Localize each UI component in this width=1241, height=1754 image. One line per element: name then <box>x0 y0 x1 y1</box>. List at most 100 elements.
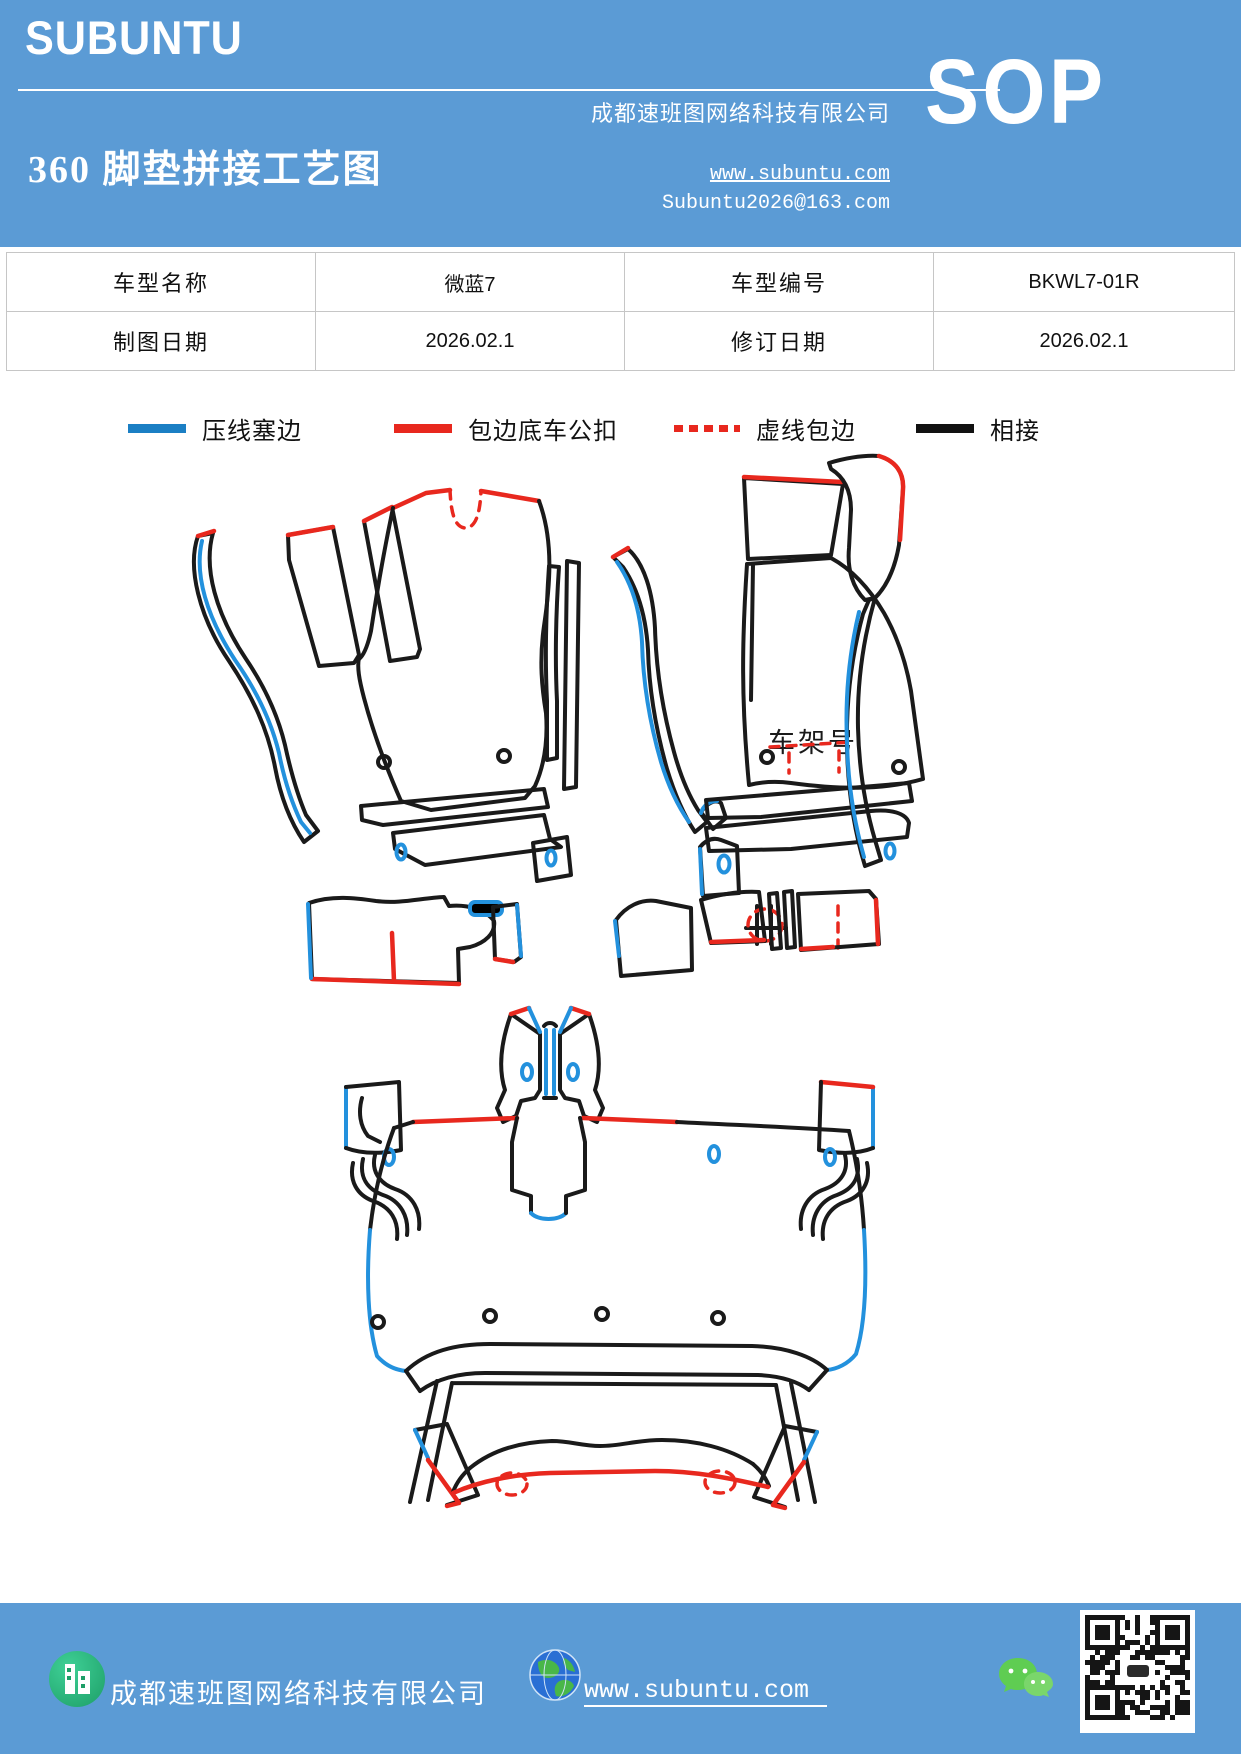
blue-line-swatch <box>128 423 186 433</box>
legend-item-press-edge: 压线塞边 <box>128 411 302 446</box>
eyelet-hole <box>759 749 775 765</box>
press-edge-line <box>844 610 866 859</box>
red-line-swatch <box>394 423 452 433</box>
press-edge-line <box>544 1028 556 1096</box>
mat-pattern-diagram: 车架号 <box>191 453 925 1511</box>
small-piece-outline <box>698 836 741 898</box>
blue-slot-outline <box>468 900 504 917</box>
sill-strip-outline <box>451 1462 771 1494</box>
small-piece-outline <box>531 835 573 883</box>
spring-curve <box>360 1157 410 1237</box>
table-cell-model-code-label: 车型编号 <box>625 253 934 312</box>
eyelet-hole <box>891 759 907 775</box>
press-edge-line <box>366 1228 408 1373</box>
buckle-edge-line <box>873 897 881 947</box>
eyelet-hole <box>594 1306 610 1322</box>
grommet-slot <box>716 853 732 875</box>
header-divider <box>18 89 1000 91</box>
press-edge-line <box>527 1006 542 1034</box>
table-cell-revise-date-value: 2026.02.1 <box>934 312 1235 371</box>
buckle-edge-line <box>478 488 542 504</box>
eyelet-hole <box>496 748 512 764</box>
dashed-wrap-ring <box>703 1469 737 1495</box>
spring-curve <box>798 1153 848 1231</box>
press-edge-line <box>558 1006 573 1034</box>
grommet-slot <box>544 848 558 868</box>
side-piece-outline <box>827 453 906 602</box>
header-banner: SUBUNTU 360 脚垫拼接工艺图 成都速班图网络科技有限公司 www.su… <box>0 0 1241 247</box>
bottom-piece-outline <box>614 898 694 978</box>
qr-code <box>1080 1610 1195 1733</box>
buckle-edge-line <box>361 504 395 524</box>
table-cell-model-name-value: 微蓝7 <box>316 253 625 312</box>
buckle-edge-line <box>425 1457 462 1509</box>
buckle-edge-line <box>818 1079 876 1090</box>
crescent-strip-outline <box>611 547 709 834</box>
brand-logo: SUBUNTU <box>25 11 243 64</box>
finger-piece-outline <box>286 525 361 668</box>
band-outline <box>404 1342 829 1373</box>
main-mat-outline <box>357 506 395 661</box>
press-edge-line <box>413 1428 430 1460</box>
grommet-slot <box>520 1062 534 1082</box>
shoulder-inner-line <box>358 1096 382 1144</box>
dashed-wrap-notch <box>448 488 483 530</box>
header-website-link[interactable]: www.subuntu.com <box>709 163 890 186</box>
trunk-mat-outline <box>847 1129 866 1232</box>
buckle-edge-line <box>390 487 453 511</box>
side-column-outline <box>562 559 581 791</box>
wechat-icon <box>999 1658 1053 1697</box>
strip-piece-outline <box>704 781 914 820</box>
buckle-edge-line <box>610 545 631 560</box>
press-edge-line <box>529 1211 568 1221</box>
legend-label: 相接 <box>990 418 1040 445</box>
crescent-strip-outline <box>191 531 320 844</box>
small-piece-outline <box>699 889 767 945</box>
main-mat-inner-line <box>749 562 755 702</box>
legend-item-buckle: 包边底车公扣 <box>394 411 618 446</box>
front-left-mat-group <box>191 487 581 987</box>
press-edge-line <box>306 902 313 980</box>
strip-piece-outline <box>359 787 550 827</box>
trunk-mat-outline <box>392 1120 415 1130</box>
dashed-wrap-ring <box>495 1471 529 1497</box>
press-edge-line <box>698 847 704 896</box>
eyelet-hole <box>710 1310 726 1326</box>
buckle-edge-line <box>492 956 516 965</box>
trunk-mat-outline <box>368 1126 396 1232</box>
dashed-wrap-line <box>768 740 855 749</box>
sill-strip-outline <box>468 1438 755 1470</box>
wing-piece-outline <box>558 1012 605 1124</box>
buckle-divider-line <box>389 930 397 984</box>
center-bar-cap <box>542 1021 558 1100</box>
table-cell-draw-date-value: 2026.02.1 <box>316 312 625 371</box>
legend-item-dashed-wrap: 虚线包边 <box>674 411 856 446</box>
grommet-slot <box>823 1147 837 1167</box>
shoulder-piece-outline <box>817 1080 875 1155</box>
front-right-mat-group: 车架号 <box>610 453 925 978</box>
buckle-edge-line <box>876 453 906 543</box>
buckle-edge-line <box>410 1115 680 1125</box>
bumper-trapezoid-outline <box>408 1379 817 1504</box>
eyelet-hole <box>482 1308 498 1324</box>
trunk-mat-outline <box>675 1120 851 1133</box>
narrow-piece-outline <box>782 889 797 950</box>
press-edge-line <box>613 919 621 958</box>
band-outline <box>404 1368 829 1393</box>
spring-curve <box>372 1153 422 1231</box>
press-edge-line <box>802 1430 819 1462</box>
legend-label: 虚线包边 <box>756 418 856 445</box>
sop-label: SOP <box>925 41 1107 143</box>
buckle-edge-line <box>195 528 217 539</box>
buckle-edge-line <box>798 944 836 952</box>
grommet-slot <box>707 1144 721 1164</box>
table-cell-draw-date-label: 制图日期 <box>7 312 316 371</box>
top-panel-outline <box>742 476 845 561</box>
legend-item-join: 相接 <box>916 411 1040 446</box>
grommet-slot <box>883 841 897 861</box>
buckle-edge-line <box>285 524 336 538</box>
shoulder-piece-outline <box>344 1080 403 1155</box>
footer-website-link[interactable]: www.subuntu.com <box>584 1676 828 1707</box>
footer-banner: 成都速班图网络科技有限公司 www.subuntu.com <box>0 1603 1241 1754</box>
